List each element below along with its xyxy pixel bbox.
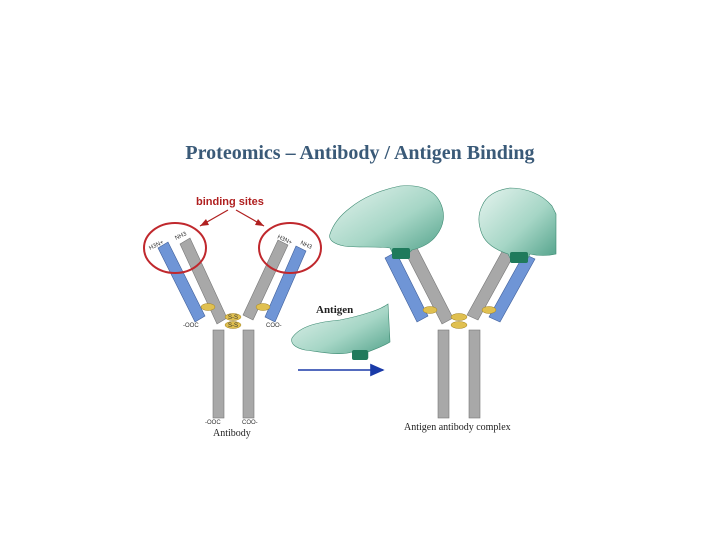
bound-epitope-right	[510, 252, 528, 263]
ss-label-1: S-S	[228, 315, 238, 321]
binding-sites-label: binding sites	[196, 196, 264, 208]
antigen-free: Antigen	[292, 304, 390, 370]
bound-antigen-left	[330, 186, 444, 256]
coo-label-left: -OOC	[183, 323, 199, 329]
antibody-label: Antibody	[213, 428, 251, 439]
complex-disulfide-left	[423, 307, 437, 314]
antigen-label: Antigen	[316, 304, 353, 316]
complex-stem-right	[469, 330, 480, 418]
bound-epitope-left	[392, 248, 410, 259]
bound-antigen-right	[479, 188, 556, 262]
complex-stem-left	[438, 330, 449, 418]
coo-label-right: COO-	[266, 323, 282, 329]
complex-disulfide-right	[482, 307, 496, 314]
complex-disulfide-hinge-1	[451, 314, 467, 321]
coo-label-bottom-left: -OOC	[205, 420, 221, 426]
disulfide-left-arm	[201, 304, 215, 311]
heavy-chain-stem-right	[243, 330, 254, 418]
antigen-epitope	[352, 350, 368, 360]
disulfide-right-arm	[256, 304, 270, 311]
binding-arrow-right-head	[255, 219, 264, 226]
heavy-chain-stem-left	[213, 330, 224, 418]
binding-arrow-left-head	[200, 219, 209, 226]
complex-label: Antigen antibody complex	[404, 422, 511, 433]
coo-label-bottom-right: COO-	[242, 420, 258, 426]
antigen-antibody-complex: Antigen antibody complex	[330, 186, 556, 433]
complex-disulfide-hinge-2	[451, 322, 467, 329]
antibody-free: S-S S-S binding sites H3N+ NH3 H3N+ NH3 …	[144, 196, 321, 439]
ss-label-2: S-S	[228, 323, 238, 329]
